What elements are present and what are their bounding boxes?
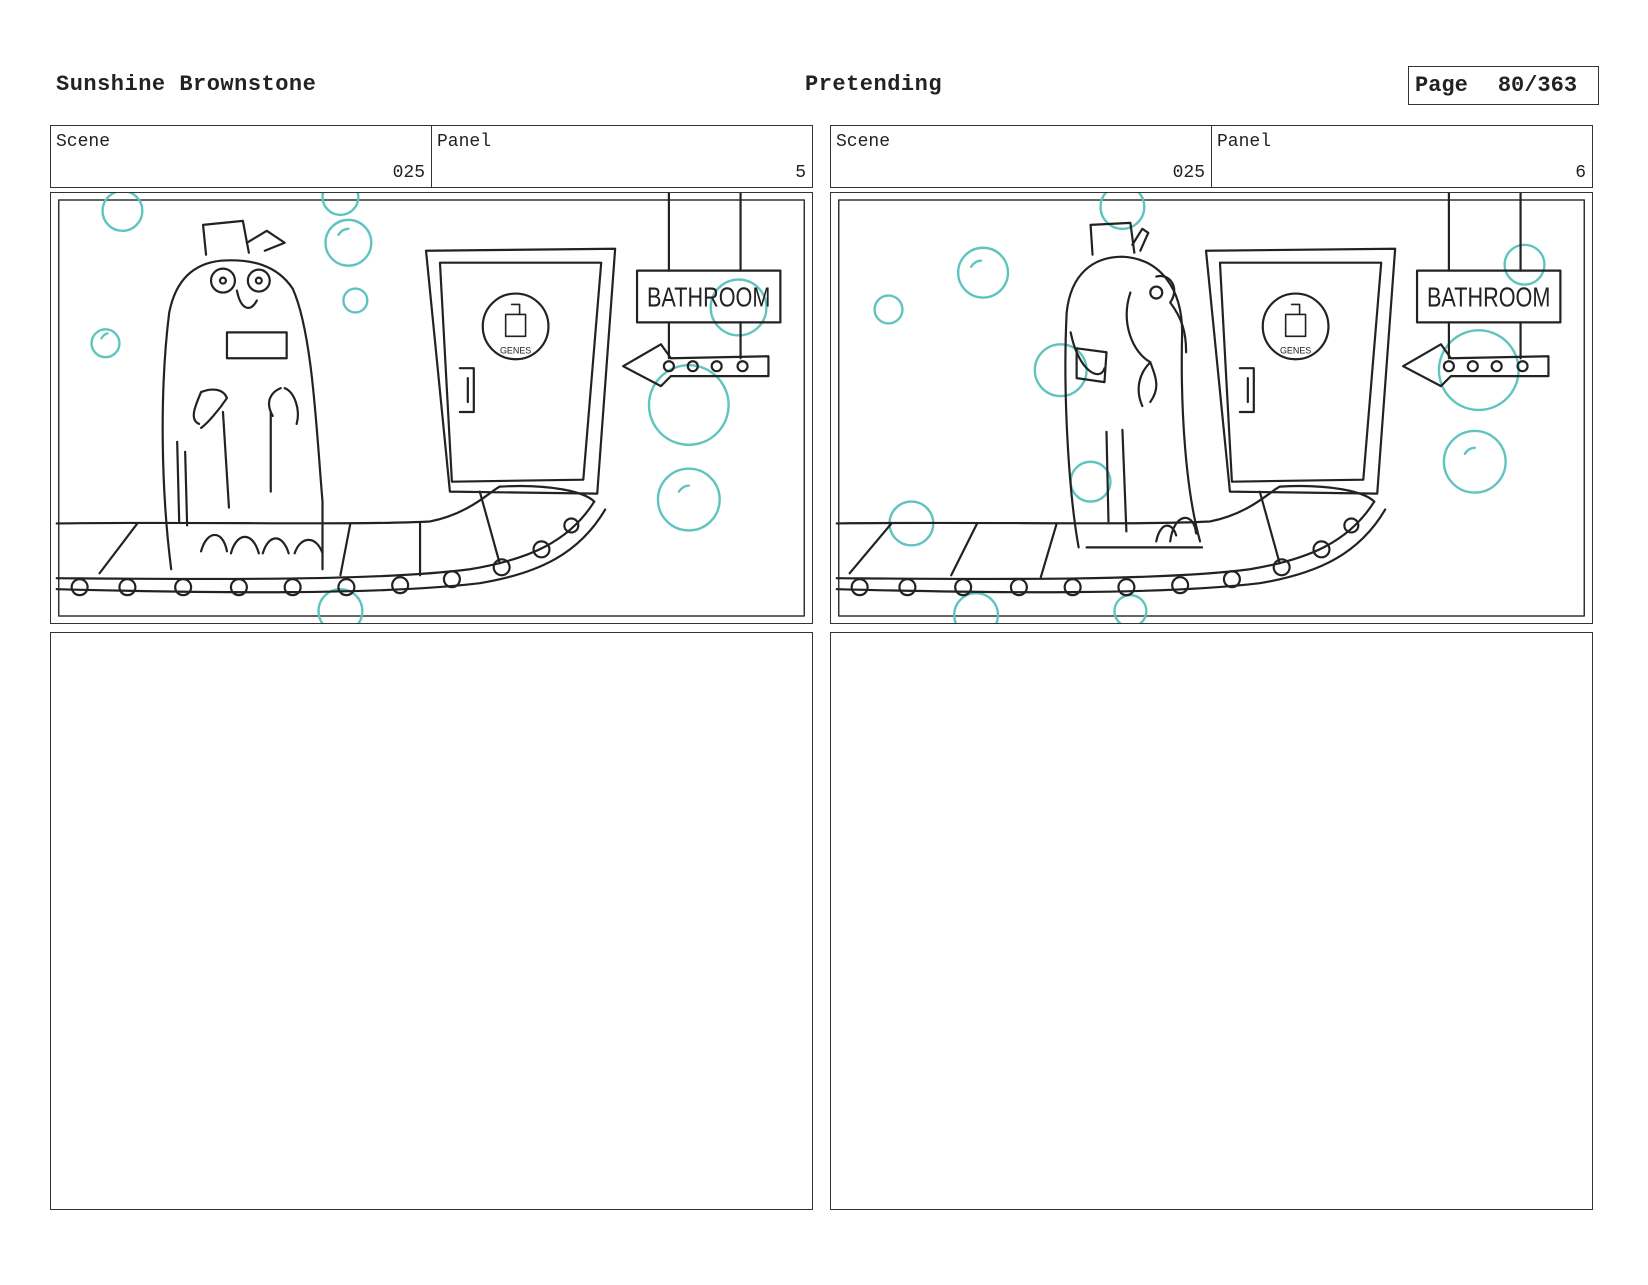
bubbles xyxy=(873,193,1546,623)
scene-label: Scene xyxy=(836,132,891,152)
panel-cell: Panel 6 xyxy=(1211,126,1592,187)
show-title: Sunshine Brownstone xyxy=(56,72,317,97)
bathroom-door xyxy=(424,247,617,495)
sign-text: BATHROOM xyxy=(647,281,770,312)
scene-cell: Scene 025 xyxy=(51,126,431,187)
panel-cell: Panel 5 xyxy=(431,126,812,187)
bathroom-door xyxy=(1204,247,1397,495)
scene-cell: Scene 025 xyxy=(831,126,1211,187)
character-front-view xyxy=(161,219,324,571)
inner-frame-border xyxy=(57,199,806,617)
inner-frame-border xyxy=(837,199,1586,617)
sign-text: BATHROOM xyxy=(1427,281,1550,312)
panel-label: Panel xyxy=(1217,132,1272,152)
panel-5-sketch: GENES BATHROOM xyxy=(55,193,806,623)
door-badge-text: GENES xyxy=(500,345,531,355)
panel-info-bar-left: Scene 025 Panel 5 xyxy=(50,125,813,188)
scene-number: 025 xyxy=(392,163,425,183)
notes-frame-panel-5 xyxy=(50,632,813,1210)
panel-label: Panel xyxy=(437,132,492,152)
bathroom-sign xyxy=(1402,193,1562,388)
panel-number: 5 xyxy=(795,163,806,183)
episode-title: Pretending xyxy=(805,72,943,97)
character-profile-view xyxy=(1064,221,1204,549)
storyboard-frame-panel-6: GENES BATHROOM xyxy=(830,192,1593,624)
bubbles xyxy=(90,193,768,623)
notes-frame-panel-6 xyxy=(830,632,1593,1210)
scene-label: Scene xyxy=(56,132,111,152)
storyboard-frame-panel-5: GENES BATHROOM xyxy=(50,192,813,624)
conveyor-belt xyxy=(835,484,1387,597)
page-indicator: Page 80/363 xyxy=(1408,66,1599,105)
panel-number: 6 xyxy=(1575,163,1586,183)
panel-6-sketch: GENES BATHROOM xyxy=(835,193,1586,623)
conveyor-belt xyxy=(55,484,607,597)
page-number: 80/363 xyxy=(1497,73,1578,98)
door-badge-text: GENES xyxy=(1280,345,1311,355)
panel-info-bar-right: Scene 025 Panel 6 xyxy=(830,125,1593,188)
bathroom-sign xyxy=(622,193,782,388)
page-label: Page xyxy=(1415,73,1468,98)
scene-number: 025 xyxy=(1172,163,1205,183)
